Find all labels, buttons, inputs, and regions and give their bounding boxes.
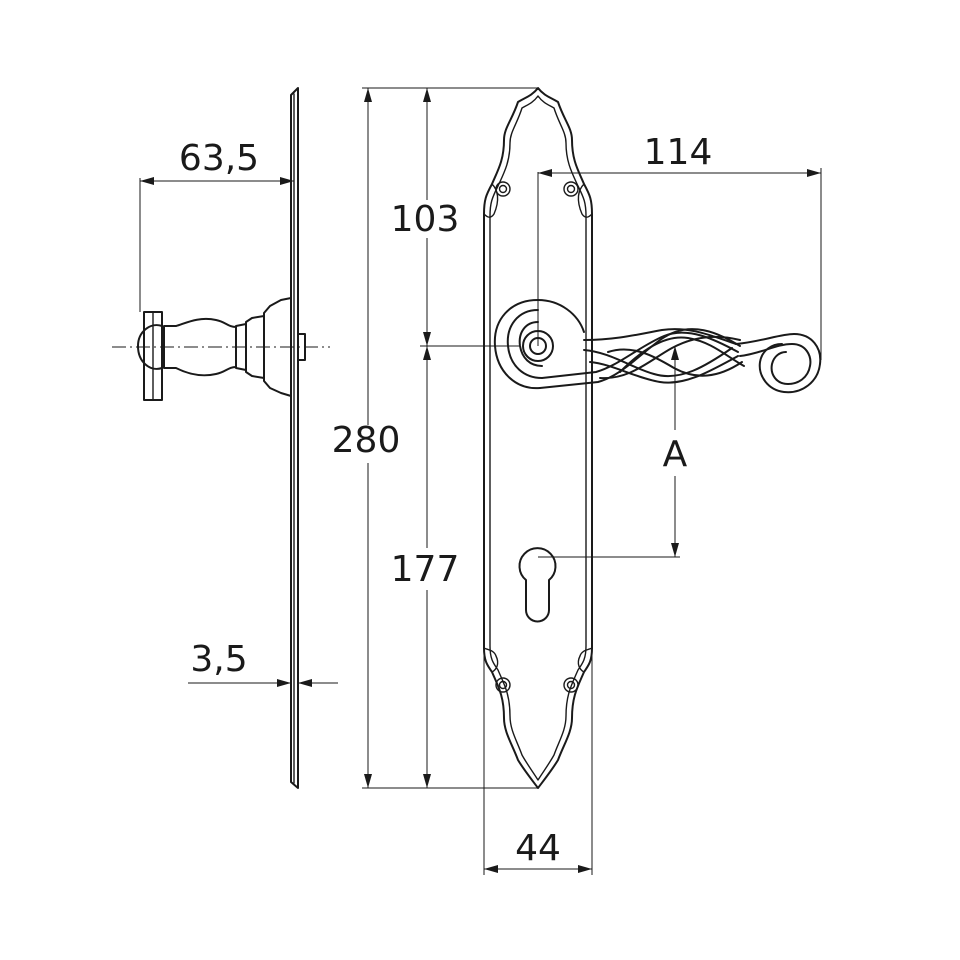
dimension-plate-width: 44 <box>483 650 593 875</box>
dimension-spindle-to-keyhole: A <box>538 346 688 558</box>
side-view <box>112 87 330 789</box>
side-view-backplate <box>290 87 299 789</box>
dimension-spindle-height-top: 103 <box>391 88 520 347</box>
dimension-spindle-to-keyhole-label: A <box>663 434 688 475</box>
side-view-lever-body <box>163 317 237 377</box>
dimension-plate-thickness: 3,5 <box>188 639 338 687</box>
front-view-lever-end-scroll <box>735 333 822 394</box>
front-view-twisted-lever <box>539 328 745 389</box>
front-view-notch-top-right <box>577 183 593 218</box>
side-view-rosette <box>263 297 292 397</box>
front-view-notch-bottom-left <box>483 647 499 673</box>
dimension-spindle-height-bottom-label: 177 <box>391 549 460 590</box>
front-view-screw-bottom-left <box>495 677 511 693</box>
dimension-rosette-projection-label: 63,5 <box>179 138 259 179</box>
front-view-keyhole <box>518 547 557 623</box>
side-view-lever-loop <box>137 324 163 370</box>
dimension-rosette-projection: 63,5 <box>139 138 294 312</box>
dimension-plate-thickness-label: 3,5 <box>190 639 247 680</box>
dimension-lever-length: 114 <box>538 132 822 360</box>
dimension-plate-width-label: 44 <box>515 828 561 869</box>
dimension-spindle-height-bottom: 177 <box>391 346 460 788</box>
front-view-screw-top-right <box>563 181 579 197</box>
dimension-overall-height-label: 280 <box>332 420 401 461</box>
front-view <box>483 87 822 789</box>
dimension-overall-height: 280 <box>332 87 538 789</box>
front-view-backplate-bevel <box>489 95 587 781</box>
front-view-notch-bottom-right <box>577 647 593 673</box>
side-view-collar <box>245 315 265 379</box>
dimension-spindle-height-top-label: 103 <box>391 199 460 240</box>
front-view-screw-top-left <box>495 181 511 197</box>
front-view-screw-bottom-right <box>563 677 579 693</box>
dimension-lever-length-label: 114 <box>644 132 713 173</box>
